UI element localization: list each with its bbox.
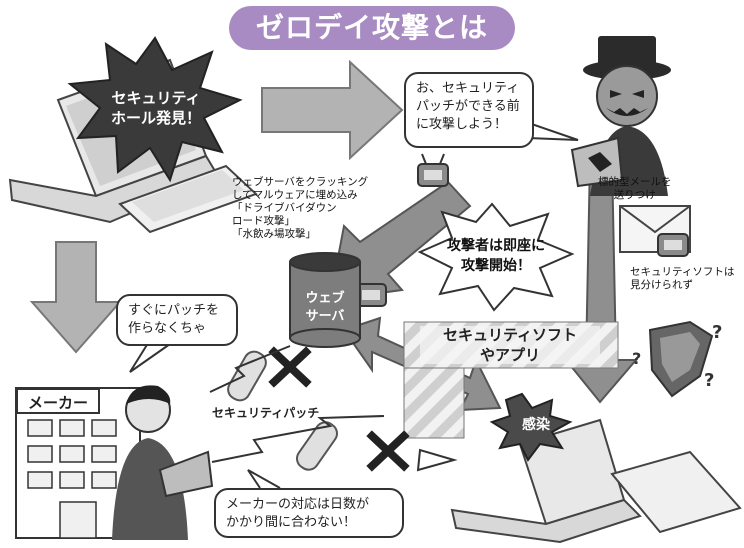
envelope-icon [619,205,691,253]
infection-text: 感染 [522,417,550,433]
attack-start-text: 攻撃者は即座に 攻撃開始！ [447,238,545,274]
discovery-burst [67,36,243,183]
web-server-icon [289,252,361,348]
arrow-down-icon [29,241,123,354]
malware-robot-icon [417,153,449,187]
maker-bubble-tail [129,339,171,373]
security-soft-note: セキュリティソフトは 見分けられず [630,266,735,291]
patch-icon [296,421,338,471]
zigzag-arrow-icon [209,345,291,393]
attacker-bubble-tail [519,119,579,141]
hacker-icon [570,36,671,196]
web-server-label: ウェブ サーバ [305,291,345,324]
security-app-banner-text: セキュリティソフト やアプリ [442,326,578,364]
question-mark-icon: ? [712,322,722,343]
tablet-icon [118,164,258,234]
patch-label: セキュリティパッチ [212,406,320,420]
server-attack-note: ウェブサーバをクラッキング してマルウェアに埋め込み 「ドライブバイダウン ロー… [232,176,369,240]
discovery-text: セキュリティ ホール発見！ [110,89,201,127]
x-mark-icon [366,430,410,472]
maker-speech-bubble: すぐにパッチを 作らなくちゃ [116,294,238,346]
attacker-speech-bubble: お、セキュリティ パッチができる前 に攻撃しよう！ [404,72,534,148]
question-mark-icon: ? [704,370,714,391]
maker-response-bubble: メーカーの対応は日数が かかり間に合わない！ [214,488,404,538]
page-title: ゼロデイ攻撃とは [229,6,515,50]
targeted-mail-note: 標的型メールを 送りつけ [598,176,672,201]
arrow-head-icon [416,448,458,472]
zigzag-arrow-icon [211,415,385,463]
tablet-icon [610,450,742,534]
malware-robot-icon [657,233,689,257]
maker-sign: メーカー [16,388,100,414]
question-mark-icon: ? [632,349,641,368]
security-banner [403,321,619,439]
engineer-icon [112,385,214,540]
x-mark-icon [268,346,312,388]
infection-burst [489,392,573,462]
response-bubble-tail [247,469,281,489]
arrow-right-icon [261,59,404,161]
shield-icon [648,320,714,398]
attack-burst [417,202,575,312]
